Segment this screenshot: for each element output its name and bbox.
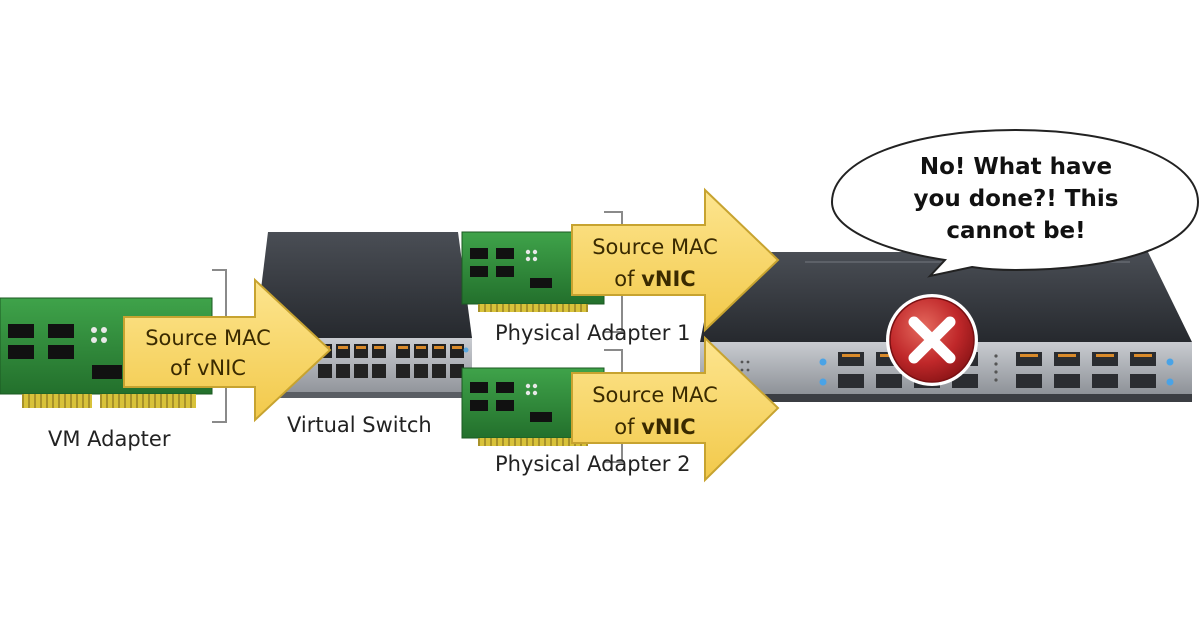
- arrow-2-line-2: of vNIC: [614, 267, 695, 291]
- arrow-2-prefix: of: [614, 267, 641, 291]
- speech-bubble: No! What have you done?! This cannot be!: [830, 128, 1200, 278]
- arrow-1-line-2: of vNIC: [170, 356, 246, 380]
- arrow-vm-to-virtual-switch: Source MAC of vNIC: [123, 277, 332, 423]
- speech-bubble-line-1: No! What have: [920, 154, 1112, 180]
- virtual-switch-label: Virtual Switch: [287, 413, 432, 437]
- speech-bubble-line-3: cannot be!: [946, 218, 1085, 244]
- speech-bubble-line-2: you done?! This: [914, 186, 1119, 212]
- physical-adapter-2-label: Physical Adapter 2: [495, 452, 690, 476]
- physical-adapter-1-label: Physical Adapter 1: [495, 321, 690, 345]
- arrow-adapter-1-to-switch: Source MAC of vNIC: [571, 187, 780, 333]
- error-x-icon: [886, 294, 978, 386]
- vm-adapter-label: VM Adapter: [48, 427, 171, 451]
- arrow-3-prefix: of: [614, 415, 641, 439]
- arrow-1-line-1: Source MAC: [145, 326, 271, 350]
- physical-switch-device: [700, 252, 1192, 402]
- arrow-3-vnic-bold: vNIC: [641, 415, 696, 439]
- arrow-2-vnic-bold: vNIC: [641, 267, 696, 291]
- arrow-3-line-1: Source MAC: [592, 383, 718, 407]
- arrow-2-line-1: Source MAC: [592, 235, 718, 259]
- arrow-adapter-2-to-switch: Source MAC of vNIC: [571, 335, 780, 483]
- arrow-3-line-2: of vNIC: [614, 415, 695, 439]
- virtual-switch-device: [255, 232, 472, 398]
